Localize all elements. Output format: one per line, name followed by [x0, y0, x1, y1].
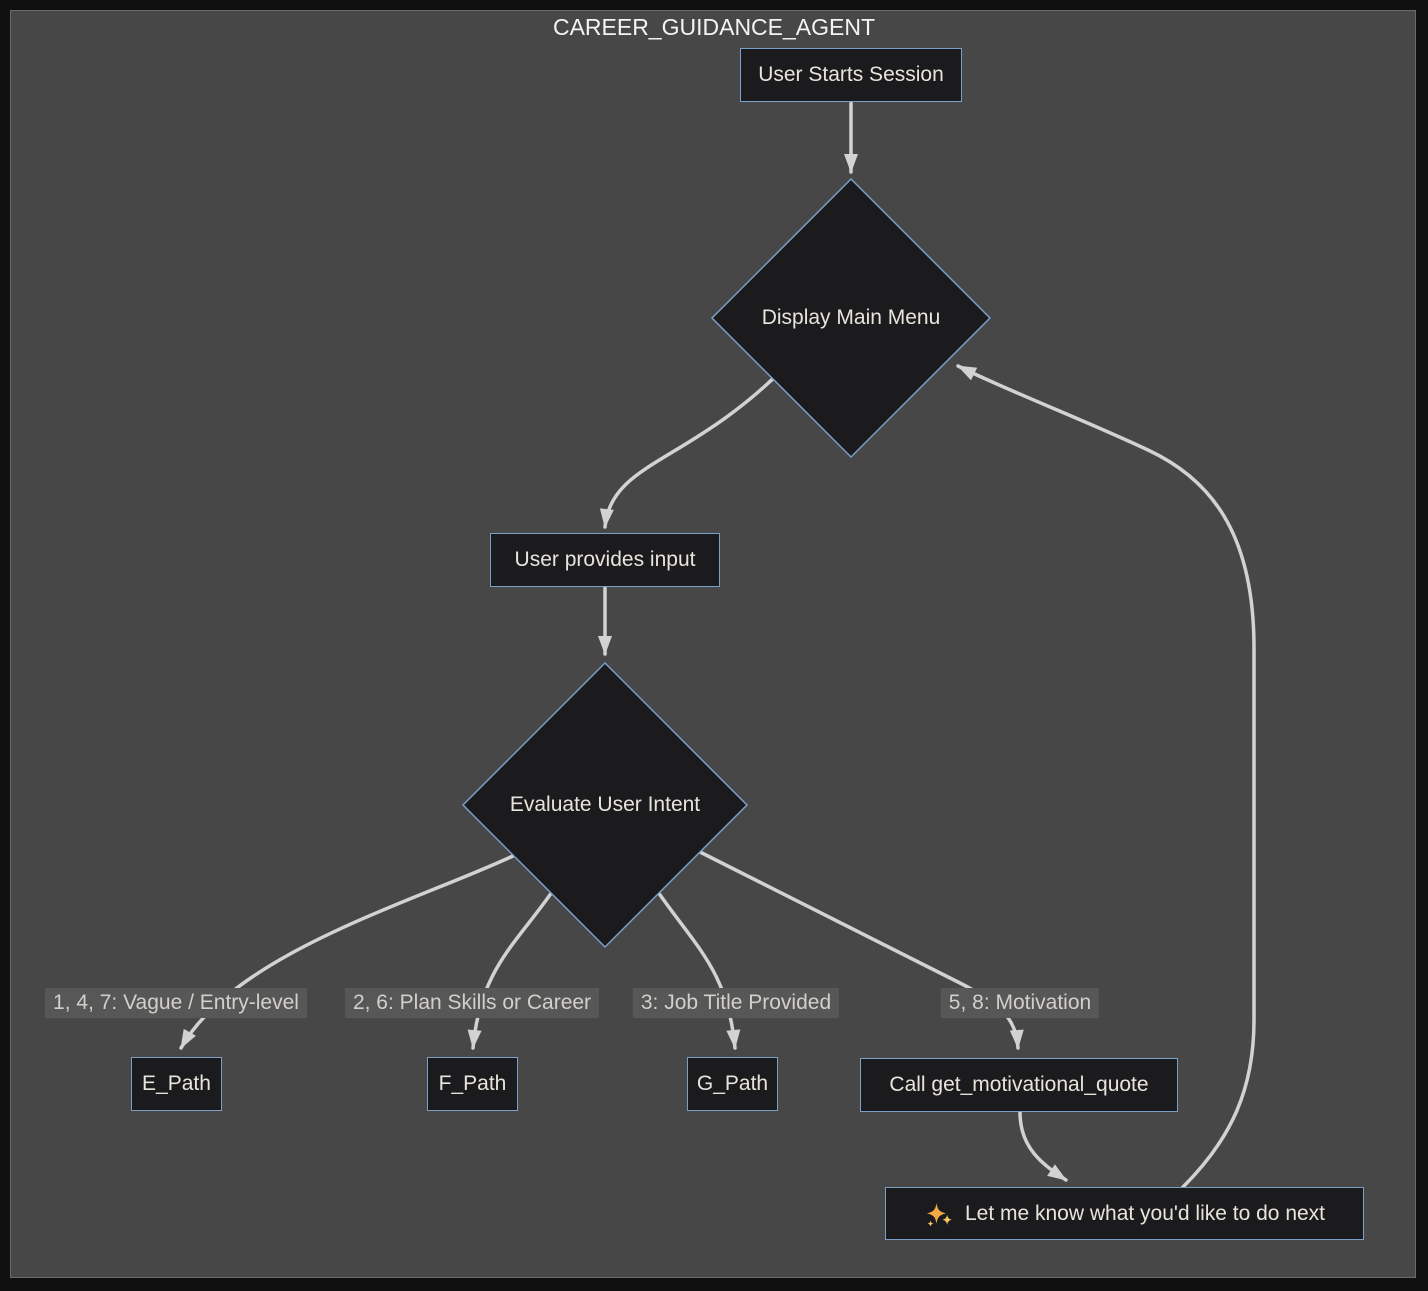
node-call-get-motivational-quote: Call get_motivational_quote [860, 1058, 1178, 1112]
edge-evaluate-to-f-path [467, 890, 554, 1050]
node-label: Call get_motivational_quote [889, 1073, 1149, 1096]
node-label: User Starts Session [758, 63, 944, 86]
node-g-path: G_Path [687, 1057, 778, 1111]
node-label: G_Path [696, 1072, 769, 1095]
node-user-provides-input: User provides input [490, 533, 720, 587]
node-label: Let me know what you'd like to do next [964, 1201, 1326, 1225]
diamond-display-main-menu [710, 177, 992, 459]
diamond-evaluate-user-intent [461, 661, 749, 949]
diagram-title: CAREER_GUIDANCE_AGENT [552, 14, 876, 40]
edge-evaluate-to-g-path [656, 890, 741, 1050]
edge-evaluate-to-quote [698, 850, 1024, 1050]
edge-label-vague-entry-level: 1, 4, 7: Vague / Entry-level [45, 988, 307, 1018]
node-f-path: F_Path [427, 1057, 518, 1111]
node-label: F_Path [438, 1072, 507, 1095]
node-e-path: E_Path [131, 1057, 222, 1111]
node-label: User provides input [514, 548, 696, 571]
edge-final-to-menu-loop [956, 364, 1256, 1189]
node-user-starts-session: User Starts Session [740, 48, 962, 102]
edge-label-motivation: 5, 8: Motivation [940, 988, 1100, 1018]
edge-label-job-title-provided: 3: Job Title Provided [632, 988, 840, 1018]
node-final-message: Let me know what you'd like to do next [885, 1187, 1364, 1240]
sparkles-icon [926, 1202, 952, 1227]
edge-menu-to-input [599, 360, 792, 529]
edge-evaluate-to-e-path [179, 853, 517, 1050]
edge-label-plan-skills-or-career: 2, 6: Plan Skills or Career [344, 988, 600, 1018]
node-label: E_Path [142, 1072, 211, 1095]
edge-quote-to-final [1018, 1110, 1068, 1182]
